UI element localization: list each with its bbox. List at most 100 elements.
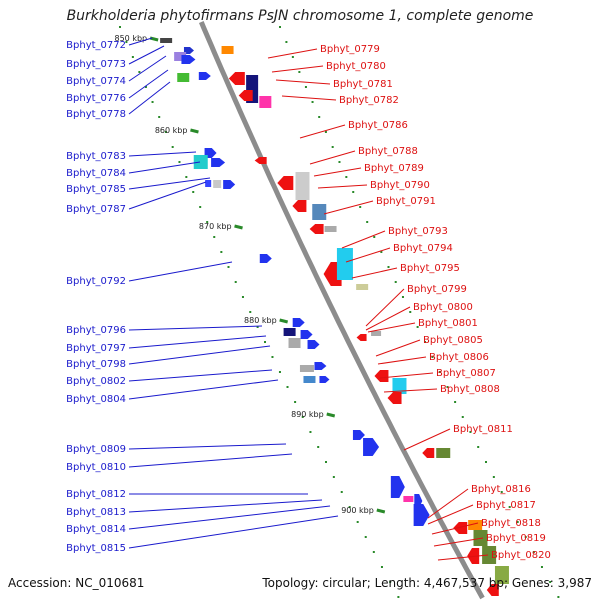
gene-label-right: Bphyt_0793 [388,226,448,237]
tick-dot [397,596,400,598]
tick-dot [366,221,369,223]
gene-arrow-right [183,47,194,54]
gene-arrow-left [292,200,307,212]
tick-dot [532,551,535,553]
gene-box [392,378,407,394]
gene-label-right: Bphyt_0801 [418,318,478,329]
tick-dot [249,311,252,313]
gene-box [177,73,190,82]
gene-label-left: Bphyt_0809 [66,444,126,455]
tick-dot [356,521,359,523]
leader-line [128,55,167,82]
gene-box [295,172,310,200]
gene-box [336,248,353,280]
gene-label-right: Bphyt_0811 [453,424,513,435]
tick-dot [220,251,223,253]
map-title: Burkholderia phytofirmans PsJN chromosom… [66,8,534,24]
tick-dot [331,146,334,148]
gene-box [494,566,509,584]
leader-line [128,161,201,174]
tick-dot [118,26,121,28]
leader-line [431,522,479,535]
tick-dot [477,446,480,448]
accession-text: Accession: NC_010681 [8,576,145,590]
tick-dot [409,311,412,313]
tick-dot [508,506,511,508]
tick-dot [298,71,301,73]
gene-label-right: Bphyt_0788 [358,146,418,157]
leader-line [267,48,318,59]
tick-dot [171,146,174,148]
gene-label-right: Bphyt_0820 [491,550,551,561]
tick-dot [271,356,274,358]
tick-dot [516,521,519,523]
leader-line [275,79,331,85]
leader-line [128,325,263,331]
tick-dot [234,281,237,283]
gene-box [175,37,186,43]
gene-label-left: Bphyt_0812 [66,489,126,500]
gene-arrow-right [181,55,196,64]
gene-label-right: Bphyt_0817 [476,500,536,511]
tick-dot [380,566,383,568]
kbp-tick [234,224,243,230]
backbone-line [198,21,485,600]
leader-line [128,443,287,450]
gene-box [205,180,212,187]
tick-dot [131,56,134,58]
gene-box [283,328,296,336]
kbp-label: 870 kbp [199,222,232,231]
kbp-label: 850 kbp [115,34,148,43]
leader-layer [128,37,489,561]
gene-label-right: Bphyt_0795 [400,263,460,274]
label-layer: Bphyt_0772Bphyt_0773Bphyt_0774Bphyt_0776… [66,40,551,561]
kbp-tick [190,128,199,134]
gene-label-left: Bphyt_0772 [66,40,126,51]
tick-dot [285,41,288,43]
gene-arrow-right [352,430,365,440]
tick-dot [373,236,376,238]
tick-dot [332,476,335,478]
tick-dot [424,341,427,343]
leader-line [128,181,207,210]
gene-arrow-right [292,318,305,327]
gene-label-left: Bphyt_0784 [66,168,126,179]
gene-label-right: Bphyt_0805 [423,335,483,346]
gene-arrow-left [486,584,499,596]
gene-box [160,38,173,43]
tick-dot [178,161,181,163]
gene-arrow-left [254,157,267,164]
gene-box [468,520,483,530]
tick-dot [338,161,341,163]
leader-line [427,504,474,525]
gene-label-left: Bphyt_0774 [66,76,126,87]
gene-arrow-right [319,376,330,383]
tick-dot [301,416,304,418]
kbp-label: 860 kbp [155,126,188,135]
gene-box [303,376,316,383]
gene-label-right: Bphyt_0786 [348,120,408,131]
tick-dot [199,206,202,208]
tick-dot [324,461,327,463]
tick-dot [549,581,552,583]
gene-label-right: Bphyt_0807 [436,368,496,379]
kbp-tick [376,508,386,514]
gene-label-right: Bphyt_0794 [393,243,453,254]
tick-dot [185,176,188,178]
leader-line [345,247,391,263]
gene-box [174,52,187,61]
leader-line [128,499,323,513]
tick-dot [317,446,320,448]
kbp-label: 890 kbp [291,410,324,419]
gene-arrow-left [374,370,389,382]
leader-line [299,124,346,139]
tick-dot [294,401,297,403]
gene-box [403,496,414,502]
tick-dot [469,431,472,433]
tick-dot [309,431,312,433]
leader-line [323,200,374,215]
tick-dot [389,581,392,583]
tick-dot [394,281,397,283]
gene-label-left: Bphyt_0778 [66,109,126,120]
gene-label-right: Bphyt_0779 [320,44,380,55]
